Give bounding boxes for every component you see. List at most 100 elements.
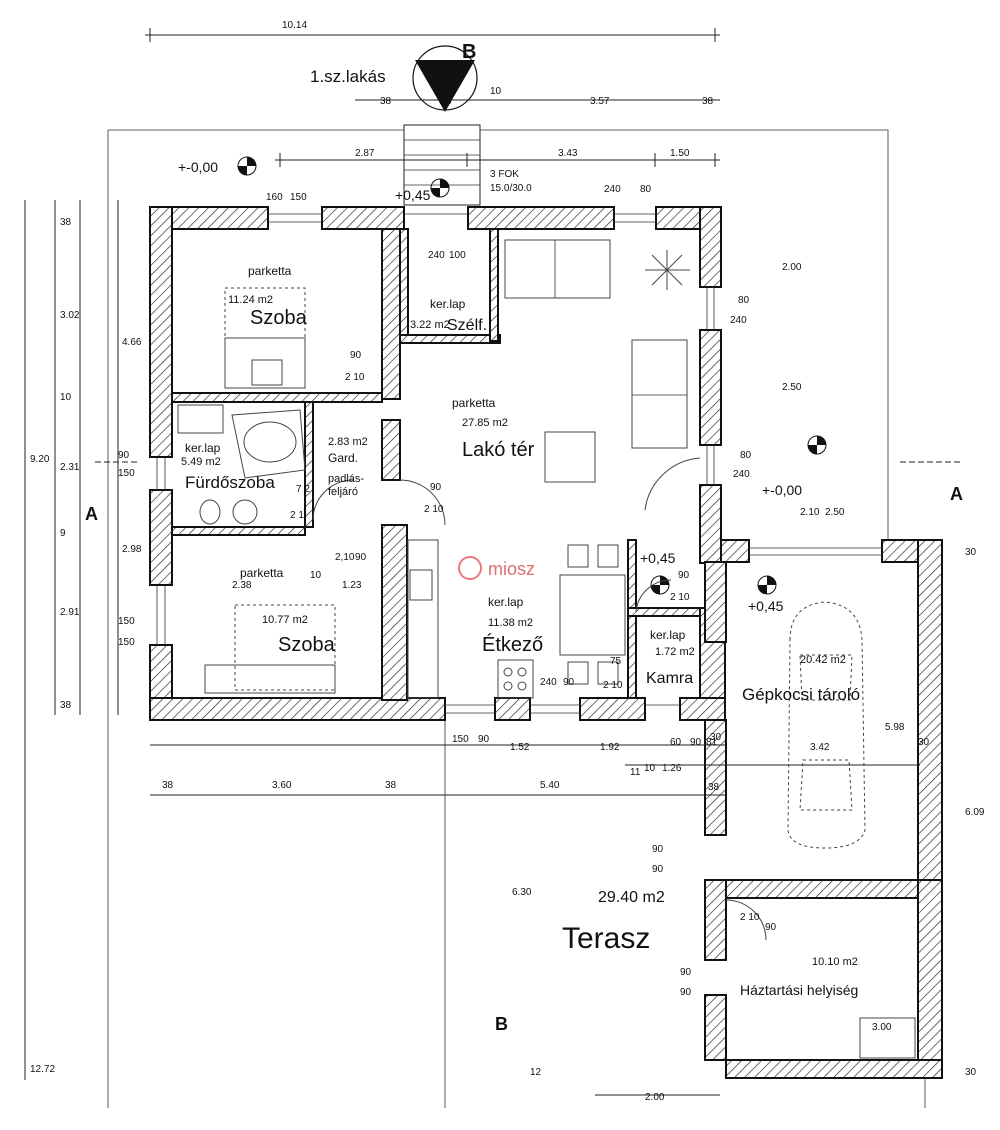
dim-tr630: 6.30 <box>512 887 532 898</box>
level-garage: +0,45 <box>748 598 784 614</box>
level-dining: +0,45 <box>640 550 676 566</box>
dim-k210: 2 10 <box>603 680 623 691</box>
room-szoba2: parketta 10.77 m2 Szoba <box>240 566 336 656</box>
room-szelf: ker.lap 3.22 m2 Szélf. <box>410 297 487 334</box>
room-area: 5.49 m2 <box>181 456 221 468</box>
room-area: 27.85 m2 <box>462 417 508 429</box>
plant-icon <box>645 250 690 290</box>
dim-r210: 2.10 <box>800 507 820 518</box>
room-etkezo: ker.lap 11.38 m2 Étkező <box>482 595 543 656</box>
dim-l231: 2.31 <box>60 462 80 473</box>
dim-g30a: 30 <box>710 732 722 743</box>
dim-l920: 9.20 <box>30 454 50 465</box>
dim-b192: 1.92 <box>600 742 620 753</box>
dim-d150a: 150 <box>118 468 135 479</box>
dim-b38: 38 <box>162 780 174 791</box>
section-mark-a-left: A <box>85 504 98 524</box>
dim-k75: 75 <box>610 656 622 667</box>
room-szoba1: parketta 11.24 m2 Szoba <box>228 264 308 329</box>
dim-h210: 2 10 <box>740 912 760 923</box>
dim-top-total: 10.14 <box>282 20 307 31</box>
room-area: 11.24 m2 <box>228 294 273 306</box>
dim-r150: 1.50 <box>670 148 690 159</box>
section-mark-top: B <box>462 41 476 63</box>
dim-k240: 240 <box>540 677 557 688</box>
dim-tr90a: 90 <box>652 844 664 855</box>
dim-d150c: 150 <box>118 637 135 648</box>
dim-k21: 2 1 <box>290 510 304 521</box>
room-lakoter: parketta 27.85 m2 Lakó tér <box>452 396 535 461</box>
room-kamra: ker.lap 1.72 m2 Kamra <box>646 628 695 687</box>
dim-s238: 2.38 <box>232 580 252 591</box>
stair-label-2: 15.0/30.0 <box>490 183 532 194</box>
title-block: 1.sz.lakás B <box>310 41 478 112</box>
section-mark-bottom: B <box>495 1014 508 1034</box>
dim-d150b: 150 <box>118 616 135 627</box>
room-gard: 2.83 m2 Gard. padlás- feljáró <box>328 436 368 498</box>
dim-door210c: 2 10 <box>670 592 690 603</box>
dim-b150: 150 <box>452 734 469 745</box>
dim-r80: 80 <box>738 295 750 306</box>
room-area: 11.38 m2 <box>488 617 533 629</box>
room-material: parketta <box>248 264 292 278</box>
dim-door210: 2 10 <box>345 372 365 383</box>
dim-door90d: 90 <box>765 922 777 933</box>
room-name: Gépkocsi tároló <box>742 685 860 704</box>
dim-g30b: 30 <box>918 737 930 748</box>
level-living-outside: +-0,00 <box>762 482 802 498</box>
room-haztartasi: 10.10 m2 Háztartási helyiség <box>740 956 858 998</box>
dim-k721: 7 2 <box>296 484 310 495</box>
dim-t38b: 38 <box>702 96 714 107</box>
room-area: 10.77 m2 <box>262 614 308 626</box>
room-name: Lakó tér <box>462 439 535 461</box>
dim-l466: 4.66 <box>122 337 142 348</box>
dim-l38b: 38 <box>60 700 72 711</box>
dim-g609: 6.09 <box>965 807 985 818</box>
section-markers: A A B <box>85 461 963 1034</box>
dim-door90b: 90 <box>430 482 442 493</box>
dim-tr90b: 90 <box>652 864 664 875</box>
room-name: Terasz <box>562 922 650 955</box>
dim-s123: 1.23 <box>342 580 362 591</box>
room-name: Gard. <box>328 451 358 465</box>
dim-r200: 2.00 <box>782 262 802 273</box>
dim-r240: 240 <box>730 315 747 326</box>
room-area: 20.42 m2 <box>800 654 846 666</box>
dim-w150: 150 <box>290 192 307 203</box>
dim-b360: 3.60 <box>272 780 292 791</box>
dim-w240b: 240 <box>428 250 445 261</box>
dim-w100: 100 <box>449 250 466 261</box>
room-material: parketta <box>452 396 496 410</box>
bottom-dimensions: 150 90 1.52 1.92 60 90 81 11 10 1.26 38 … <box>150 547 985 1103</box>
doors <box>312 457 767 941</box>
dim-t357: 3.57 <box>590 96 610 107</box>
dim-b126: 1.26 <box>662 763 682 774</box>
dim-b11: 11 <box>630 767 641 778</box>
dim-h30: 30 <box>965 1067 977 1078</box>
dim-b60: 60 <box>670 737 682 748</box>
room-name: Szoba <box>278 634 336 656</box>
dim-r250: 2.50 <box>782 382 802 393</box>
level-entrance-step: +0,45 <box>395 187 431 203</box>
room-terasz: 29.40 m2 Terasz <box>562 889 665 955</box>
dim-tr90d: 90 <box>680 987 692 998</box>
room-name: Háztartási helyiség <box>740 982 858 998</box>
dim-t10: 10 <box>490 86 502 97</box>
logo-icon <box>458 556 482 580</box>
dim-r80b: 80 <box>740 450 752 461</box>
dim-w80a: 80 <box>640 184 652 195</box>
dim-b90: 90 <box>478 734 490 745</box>
stair-label-1: 3 FOK <box>490 169 519 180</box>
dim-d90a: 90 <box>118 450 130 461</box>
room-area: 29.40 m2 <box>598 889 665 906</box>
dim-l291: 2.91 <box>60 607 80 618</box>
room-name: Étkező <box>482 633 543 656</box>
dim-r343: 3.43 <box>558 148 578 159</box>
dim-h200: 2.00 <box>645 1092 665 1103</box>
dim-g342: 3.42 <box>810 742 830 753</box>
room-material: ker.lap <box>185 441 221 455</box>
dim-tr90c: 90 <box>680 967 692 978</box>
watermark-text: miosz <box>488 559 535 579</box>
room-name: Szoba <box>250 307 308 329</box>
